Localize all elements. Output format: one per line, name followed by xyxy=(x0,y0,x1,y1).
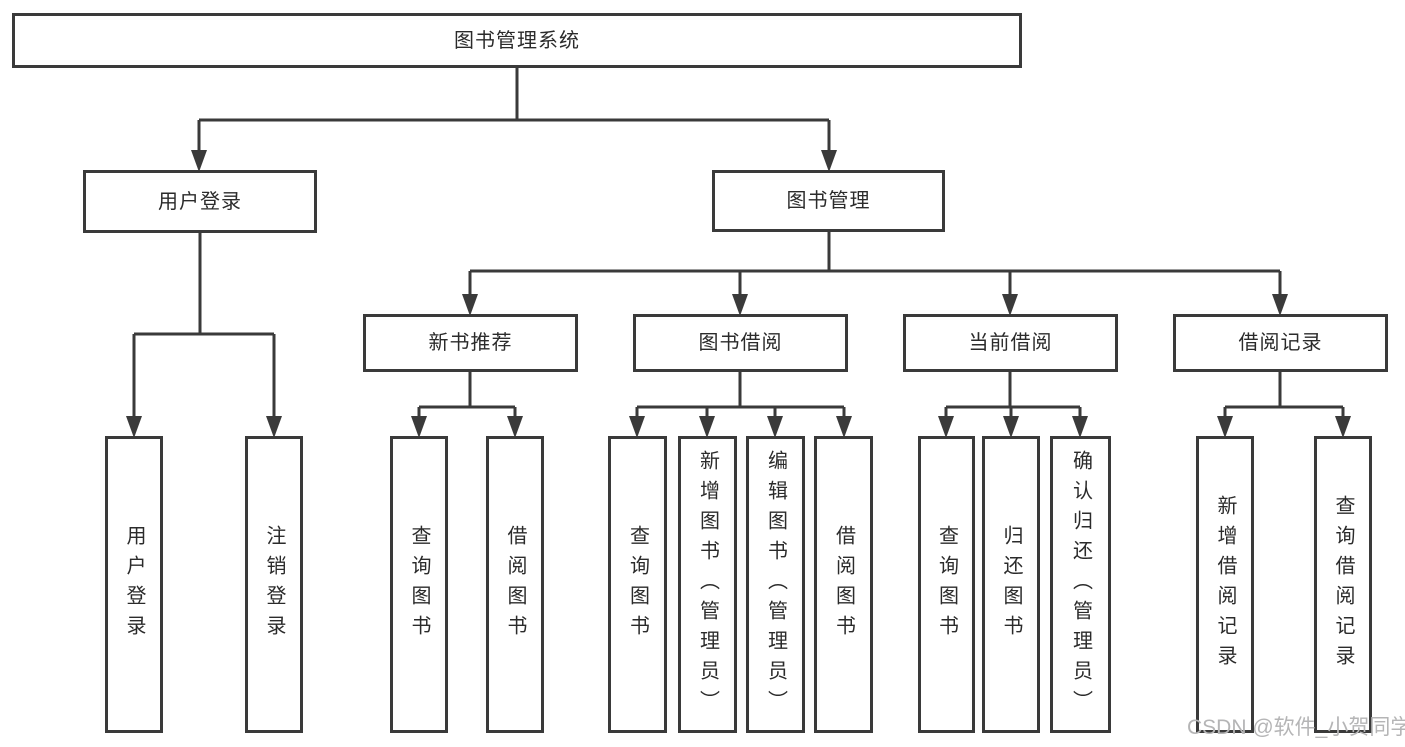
leaf-current-return-books: 归还图书 xyxy=(982,436,1040,733)
node-book-management-branch: 图书管理 xyxy=(712,170,945,232)
leaf-label: 查询图书 xyxy=(408,524,430,645)
leaf-newrec-query-books: 查询图书 xyxy=(390,436,448,733)
node-borrowing-records: 借阅记录 xyxy=(1173,314,1388,372)
leaf-current-confirm-return-admin: 确认归还（管理员） xyxy=(1050,436,1111,733)
leaf-label: 借阅图书 xyxy=(832,524,855,645)
leaf-label: 查询图书 xyxy=(935,524,958,645)
csdn-watermark: CSDN @软件_小贺同学 xyxy=(1187,716,1405,739)
leaf-label: 借阅图书 xyxy=(504,524,526,645)
node-library-management-system: 图书管理系统 xyxy=(12,13,1022,68)
leaf-label: 归还图书 xyxy=(1000,524,1022,645)
node-label: 图书管理 xyxy=(786,190,871,212)
leaf-borrowing-query-books: 查询图书 xyxy=(608,436,667,733)
leaf-label: 注销登录 xyxy=(263,524,285,645)
leaf-user-login: 用户登录 xyxy=(105,436,163,733)
node-label: 用户登录 xyxy=(158,190,242,213)
leaf-label: 新增图书（管理员） xyxy=(696,449,719,720)
leaf-newrec-borrow-books: 借阅图书 xyxy=(486,436,544,733)
node-label: 当前借阅 xyxy=(968,332,1053,354)
leaf-label: 新增借阅记录 xyxy=(1214,494,1236,675)
leaf-records-add-borrow-record: 新增借阅记录 xyxy=(1196,436,1254,733)
node-label: 新书推荐 xyxy=(428,332,513,354)
leaf-label: 查询借阅记录 xyxy=(1332,494,1354,675)
leaf-borrowing-borrow-books: 借阅图书 xyxy=(814,436,873,733)
leaf-borrowing-edit-books-admin: 编辑图书（管理员） xyxy=(746,436,805,733)
leaf-label: 编辑图书（管理员） xyxy=(764,449,787,720)
node-user-login-branch: 用户登录 xyxy=(83,170,317,233)
node-label: 图书管理系统 xyxy=(454,29,580,52)
node-current-borrowing: 当前借阅 xyxy=(903,314,1118,372)
leaf-label: 查询图书 xyxy=(626,524,649,645)
leaf-logout: 注销登录 xyxy=(245,436,303,733)
node-label: 图书借阅 xyxy=(698,332,783,354)
leaf-current-query-books: 查询图书 xyxy=(918,436,975,733)
leaf-label: 确认归还（管理员） xyxy=(1069,449,1092,720)
leaf-borrowing-add-books-admin: 新增图书（管理员） xyxy=(678,436,737,733)
leaf-label: 用户登录 xyxy=(123,524,145,645)
node-new-book-recommend: 新书推荐 xyxy=(363,314,578,372)
node-label: 借阅记录 xyxy=(1238,332,1323,354)
node-book-borrowing: 图书借阅 xyxy=(633,314,848,372)
leaf-records-query-borrow-record: 查询借阅记录 xyxy=(1314,436,1372,733)
